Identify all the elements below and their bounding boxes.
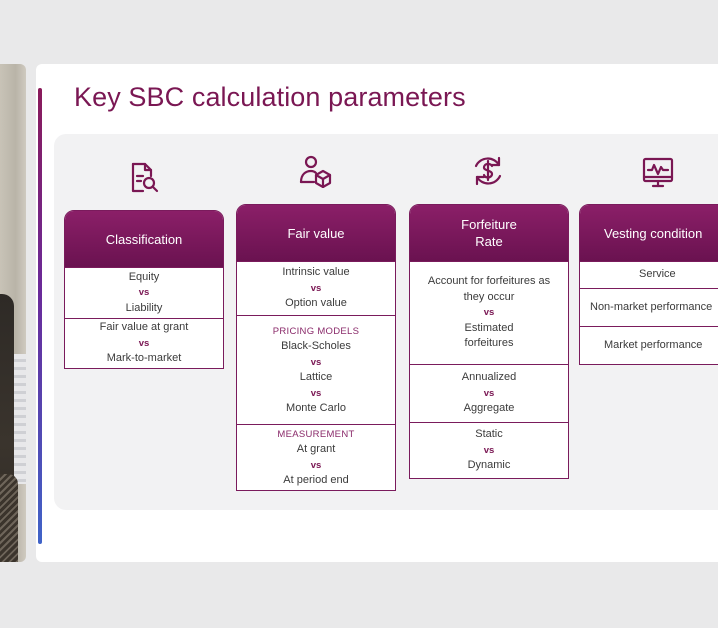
forfeiture-rate-header: Forfeiture Rate <box>410 205 568 261</box>
document-search-icon <box>127 161 161 195</box>
cell-text: Fair value at grant <box>99 321 189 334</box>
cell-text: Liability <box>125 301 163 314</box>
video-person-hair <box>0 474 18 562</box>
forfeiture-cell-account-estimated: Account for forfeitures as they occur vs… <box>410 261 568 364</box>
vs-label: vs <box>483 387 495 399</box>
vesting-condition-header: Vesting condition <box>580 205 718 261</box>
dollar-cycle-icon <box>471 154 505 188</box>
vesting-cell-market: Market performance <box>580 326 718 364</box>
vs-label: vs <box>138 287 150 299</box>
cell-text: they occur <box>463 290 515 303</box>
vs-label: vs <box>310 387 322 399</box>
cell-text: At grant <box>296 443 336 455</box>
fair-value-cell-measurement: MEASUREMENT At grant vs At period end <box>237 424 395 490</box>
fair-value-header: Fair value <box>237 205 395 261</box>
vs-label: vs <box>310 356 322 368</box>
vesting-cell-non-market: Non-market performance <box>580 288 718 326</box>
classification-header: Classification <box>65 211 223 267</box>
cell-text: Account for forfeitures as <box>427 275 551 288</box>
cell-text: Non-market performance <box>590 300 713 313</box>
measurement-label: MEASUREMENT <box>277 428 355 440</box>
cell-text: Market performance <box>604 338 703 351</box>
forfeiture-cell-static-dynamic: Static vs Dynamic <box>410 422 568 478</box>
cell-text: Black-Scholes <box>281 340 351 352</box>
forfeiture-rate-column: Forfeiture Rate Account for forfeitures … <box>409 204 569 479</box>
slide-title: Key SBC calculation parameters <box>74 82 466 112</box>
cell-text: Option value <box>285 297 347 310</box>
cell-text: Lattice <box>299 371 333 383</box>
cell-text: Equity <box>128 270 160 283</box>
fair-value-column: Fair value Intrinsic value vs Option val… <box>236 204 396 491</box>
cell-text: Mark-to-market <box>106 352 182 365</box>
vs-label: vs <box>483 444 495 456</box>
cell-text: At period end <box>283 474 349 486</box>
cell-text: Estimated <box>464 321 514 334</box>
vs-label: vs <box>310 459 322 471</box>
person-cube-icon <box>298 154 332 188</box>
video-feed-thumbnail <box>0 64 26 562</box>
cell-text: Monte Carlo <box>286 402 346 414</box>
vesting-condition-column: Vesting condition Service Non-market per… <box>579 204 718 365</box>
cell-text: Aggregate <box>463 402 515 415</box>
classification-column: Classification Equity vs Liability Fair … <box>64 210 224 369</box>
pricing-models-label: PRICING MODELS <box>272 325 360 337</box>
monitor-chart-icon <box>641 156 675 190</box>
classification-cell-fair-value-mtm: Fair value at grant vs Mark-to-market <box>65 318 223 368</box>
classification-cell-equity-liability: Equity vs Liability <box>65 267 223 318</box>
slide-accent-bar <box>38 88 42 544</box>
forfeiture-cell-annualized-aggregate: Annualized vs Aggregate <box>410 364 568 422</box>
vs-label: vs <box>310 282 322 294</box>
fair-value-cell-pricing-models: PRICING MODELS Black-Scholes vs Lattice … <box>237 315 395 424</box>
cell-text: Service <box>639 268 676 281</box>
cell-text: Annualized <box>461 371 517 384</box>
cell-text: Intrinsic value <box>282 266 350 279</box>
fair-value-cell-intrinsic-option: Intrinsic value vs Option value <box>237 261 395 315</box>
vs-label: vs <box>138 337 150 349</box>
cell-text: Static <box>475 428 503 441</box>
vesting-cell-service: Service <box>580 261 718 288</box>
cell-text: Dynamic <box>467 459 511 472</box>
cell-text: forfeitures <box>464 337 514 350</box>
vs-label: vs <box>483 307 495 319</box>
